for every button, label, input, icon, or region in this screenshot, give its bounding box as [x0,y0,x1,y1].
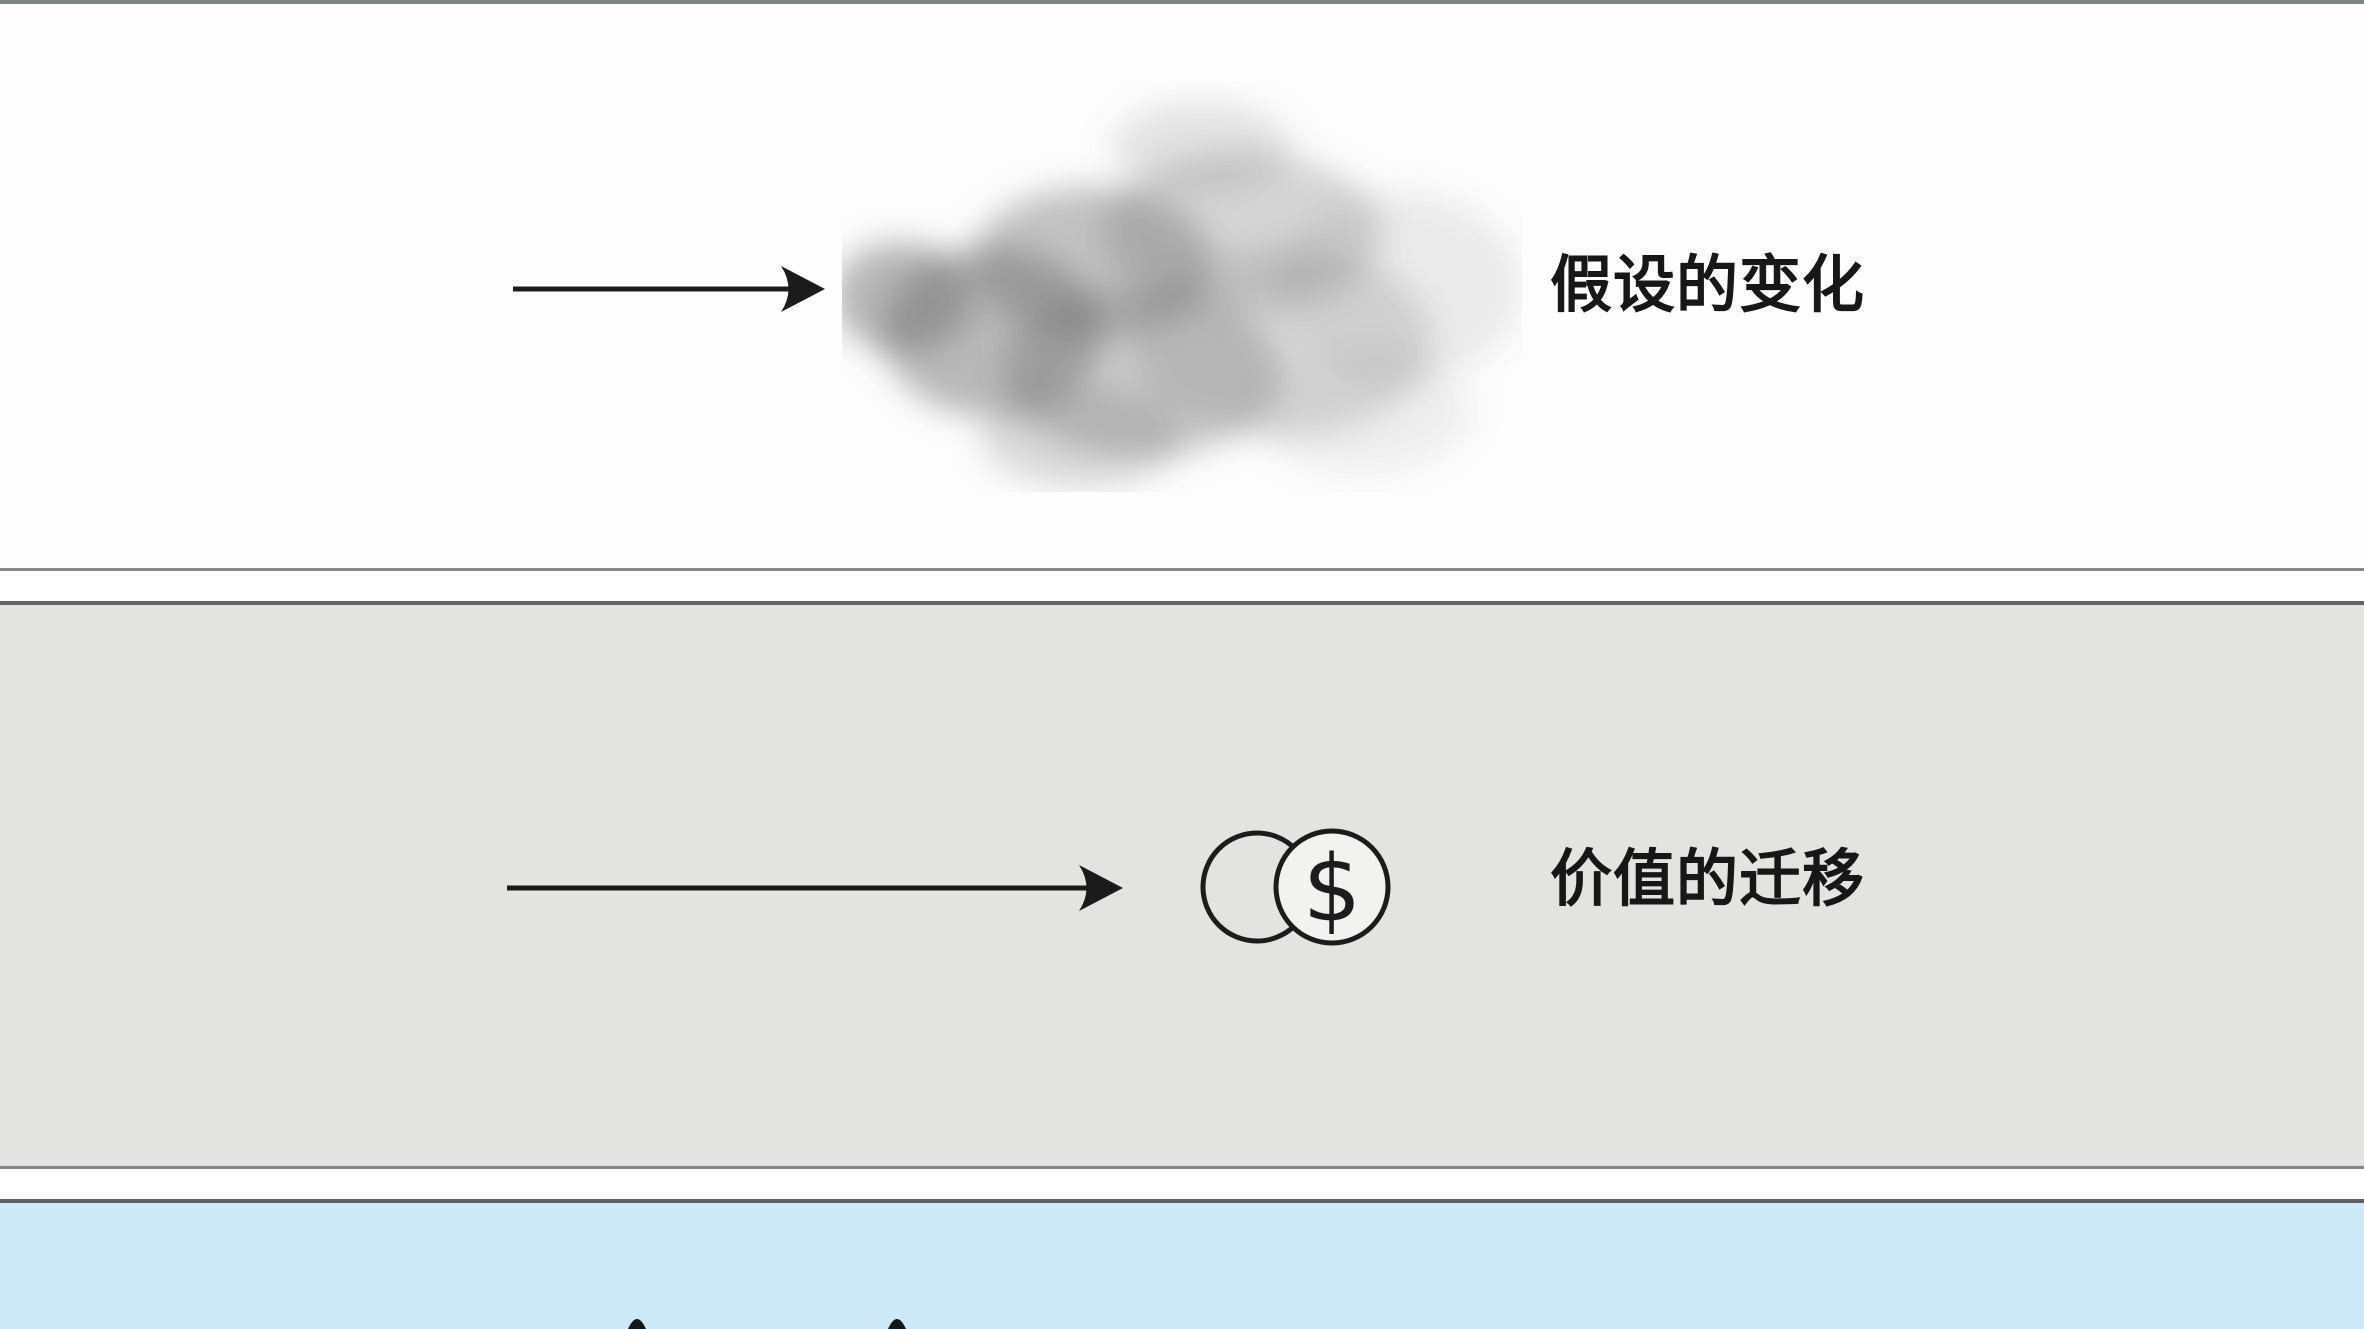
overlapping-coins-icon: $ [1200,828,1391,946]
dollar-sign: $ [1303,836,1362,943]
hypothesis-label: 假设的变化 [1550,251,1866,320]
right-arrow-icon [513,266,825,312]
cropped-content-tip [628,1319,646,1329]
panel-bottom [0,1199,2364,1329]
smoke-cloud-icon [842,102,1522,487]
value-label: 价值的迁移 [1550,845,1866,914]
panel-value: 价值的迁移 [0,601,2364,1169]
panel-hypothesis: 假设的变化 [0,0,2364,571]
cropped-content-tip [888,1319,906,1329]
right-arrow-icon [507,865,1123,911]
